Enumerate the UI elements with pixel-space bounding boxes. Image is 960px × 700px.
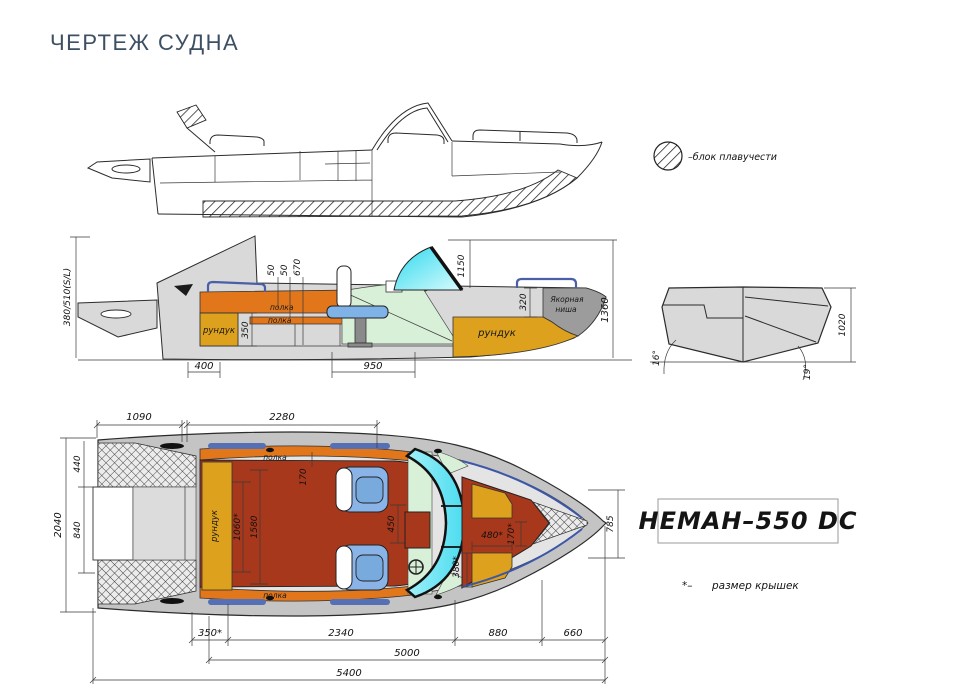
footnote-marker: *– [682,580,693,592]
gunwale-rail-1 [208,443,266,449]
shelf-upper-plan-label: полка [263,453,287,462]
anchor-niche-label2: ниша [555,305,577,314]
dim-1090: 1090 [126,412,151,423]
motor-well [92,486,134,561]
dim-320: 320 [519,293,529,310]
bow-rail-side [472,129,578,143]
transom-deck [132,486,197,561]
seat-backrest-section [336,265,352,309]
model-name-box [657,498,839,544]
swim-bracket-section [77,299,158,338]
anchor-niche-label1: Якорная [549,295,584,304]
side-locker-strip [201,461,233,591]
dim-5000: 5000 [394,648,419,659]
stern-locker-label: рундук [202,326,236,336]
dim-2340: 2340 [328,628,353,639]
plan-view: полка полка рундук 1060* 1580 170 [53,412,625,684]
dim-2280: 2280 [269,412,294,423]
dim-1020: 1020 [838,313,848,336]
dim-480: 480* [481,531,503,541]
gunwale-rail-2 [330,443,390,449]
bow-hatch-top [471,483,513,519]
bow-locker-label: рундук [477,328,516,339]
steering-wheel [408,559,424,575]
transom-outline [661,286,832,363]
bow-locker [452,316,580,358]
dim-deadrise-19: 19° [803,364,813,380]
dim-670: 670 [293,259,303,276]
dim-950: 950 [363,361,382,372]
windshield-section [393,246,463,291]
shelf-lower-label: полка [268,316,292,325]
windshield-plan [404,447,466,599]
stern-handle-bottom [160,598,184,604]
bow-grip-pad [531,501,588,545]
dim-stern-height: 380/510(S/L) [63,268,73,326]
buoyancy-legend-icon [653,141,683,171]
dim-50b: 50 [280,264,290,276]
walkthrough-step [404,511,431,549]
windshield-side [371,102,453,151]
buoyancy-legend-label: –блок плавучести [688,152,777,163]
seat-cushion-section [326,305,389,319]
dim-2040: 2040 [53,512,64,537]
dim-350: 350 [241,321,251,338]
dim-380s: 380* [452,556,462,578]
dim-450: 450 [387,515,397,532]
shelf-upper-label: полка [270,303,294,312]
shelf-lower-plan-label: полка [263,591,287,600]
dim-170: 170 [299,468,309,485]
bow-rail-section [515,277,578,288]
stern-locker-box [199,312,239,347]
footnote-text: размер крышек [711,580,799,592]
dim-1360: 1360 [600,297,611,322]
bow-rail-plan-bottom [461,528,583,588]
section-view: полка полка рундук Якорная ниша рундук [63,235,632,378]
dim-deadrise-16: 16° [652,350,662,366]
dim-170s: 170* [507,523,517,545]
dim-1150: 1150 [457,254,467,277]
motor-wedge-side [176,104,207,129]
dim-400: 400 [194,361,213,372]
cockpit-rail-side [387,132,445,144]
swim-bracket-side [86,158,151,183]
buoyancy-band-side [202,169,578,218]
gunwale-rail-4 [330,599,390,605]
model-block: НЕМАН–550 DC *– размер крышек [638,498,857,592]
dim-50a: 50 [267,264,277,276]
dim-785: 785 [606,515,616,532]
gunwale-rail-3 [208,599,266,605]
dim-440: 440 [73,455,83,472]
dim-840: 840 [73,521,83,538]
dim-1060: 1060* [233,513,243,541]
legend: –блок плавучести [653,141,777,171]
dim-350s: 350* [198,628,222,639]
model-name: НЕМАН–550 DC [638,507,857,535]
dim-880: 880 [488,628,507,639]
side-locker-label: рундук [210,509,220,543]
seat-starboard [335,544,389,591]
dim-1580: 1580 [250,515,260,538]
motor-clamp [174,284,193,296]
page-title: ЧЕРТЕЖ СУДНА [50,30,240,55]
bow-rail-plan-top [461,460,583,519]
stern-rail-section [206,280,267,292]
stern-handle-top [160,443,184,449]
dim-660: 660 [563,628,582,639]
stern-rail-side [209,134,265,146]
dim-5400: 5400 [336,668,361,679]
transom-view: 1020 16° 19° [650,286,856,381]
swim-platform-top [97,442,197,488]
side-profile-view [86,102,603,218]
seat-pedestal [354,317,367,344]
seat-port [335,466,389,513]
